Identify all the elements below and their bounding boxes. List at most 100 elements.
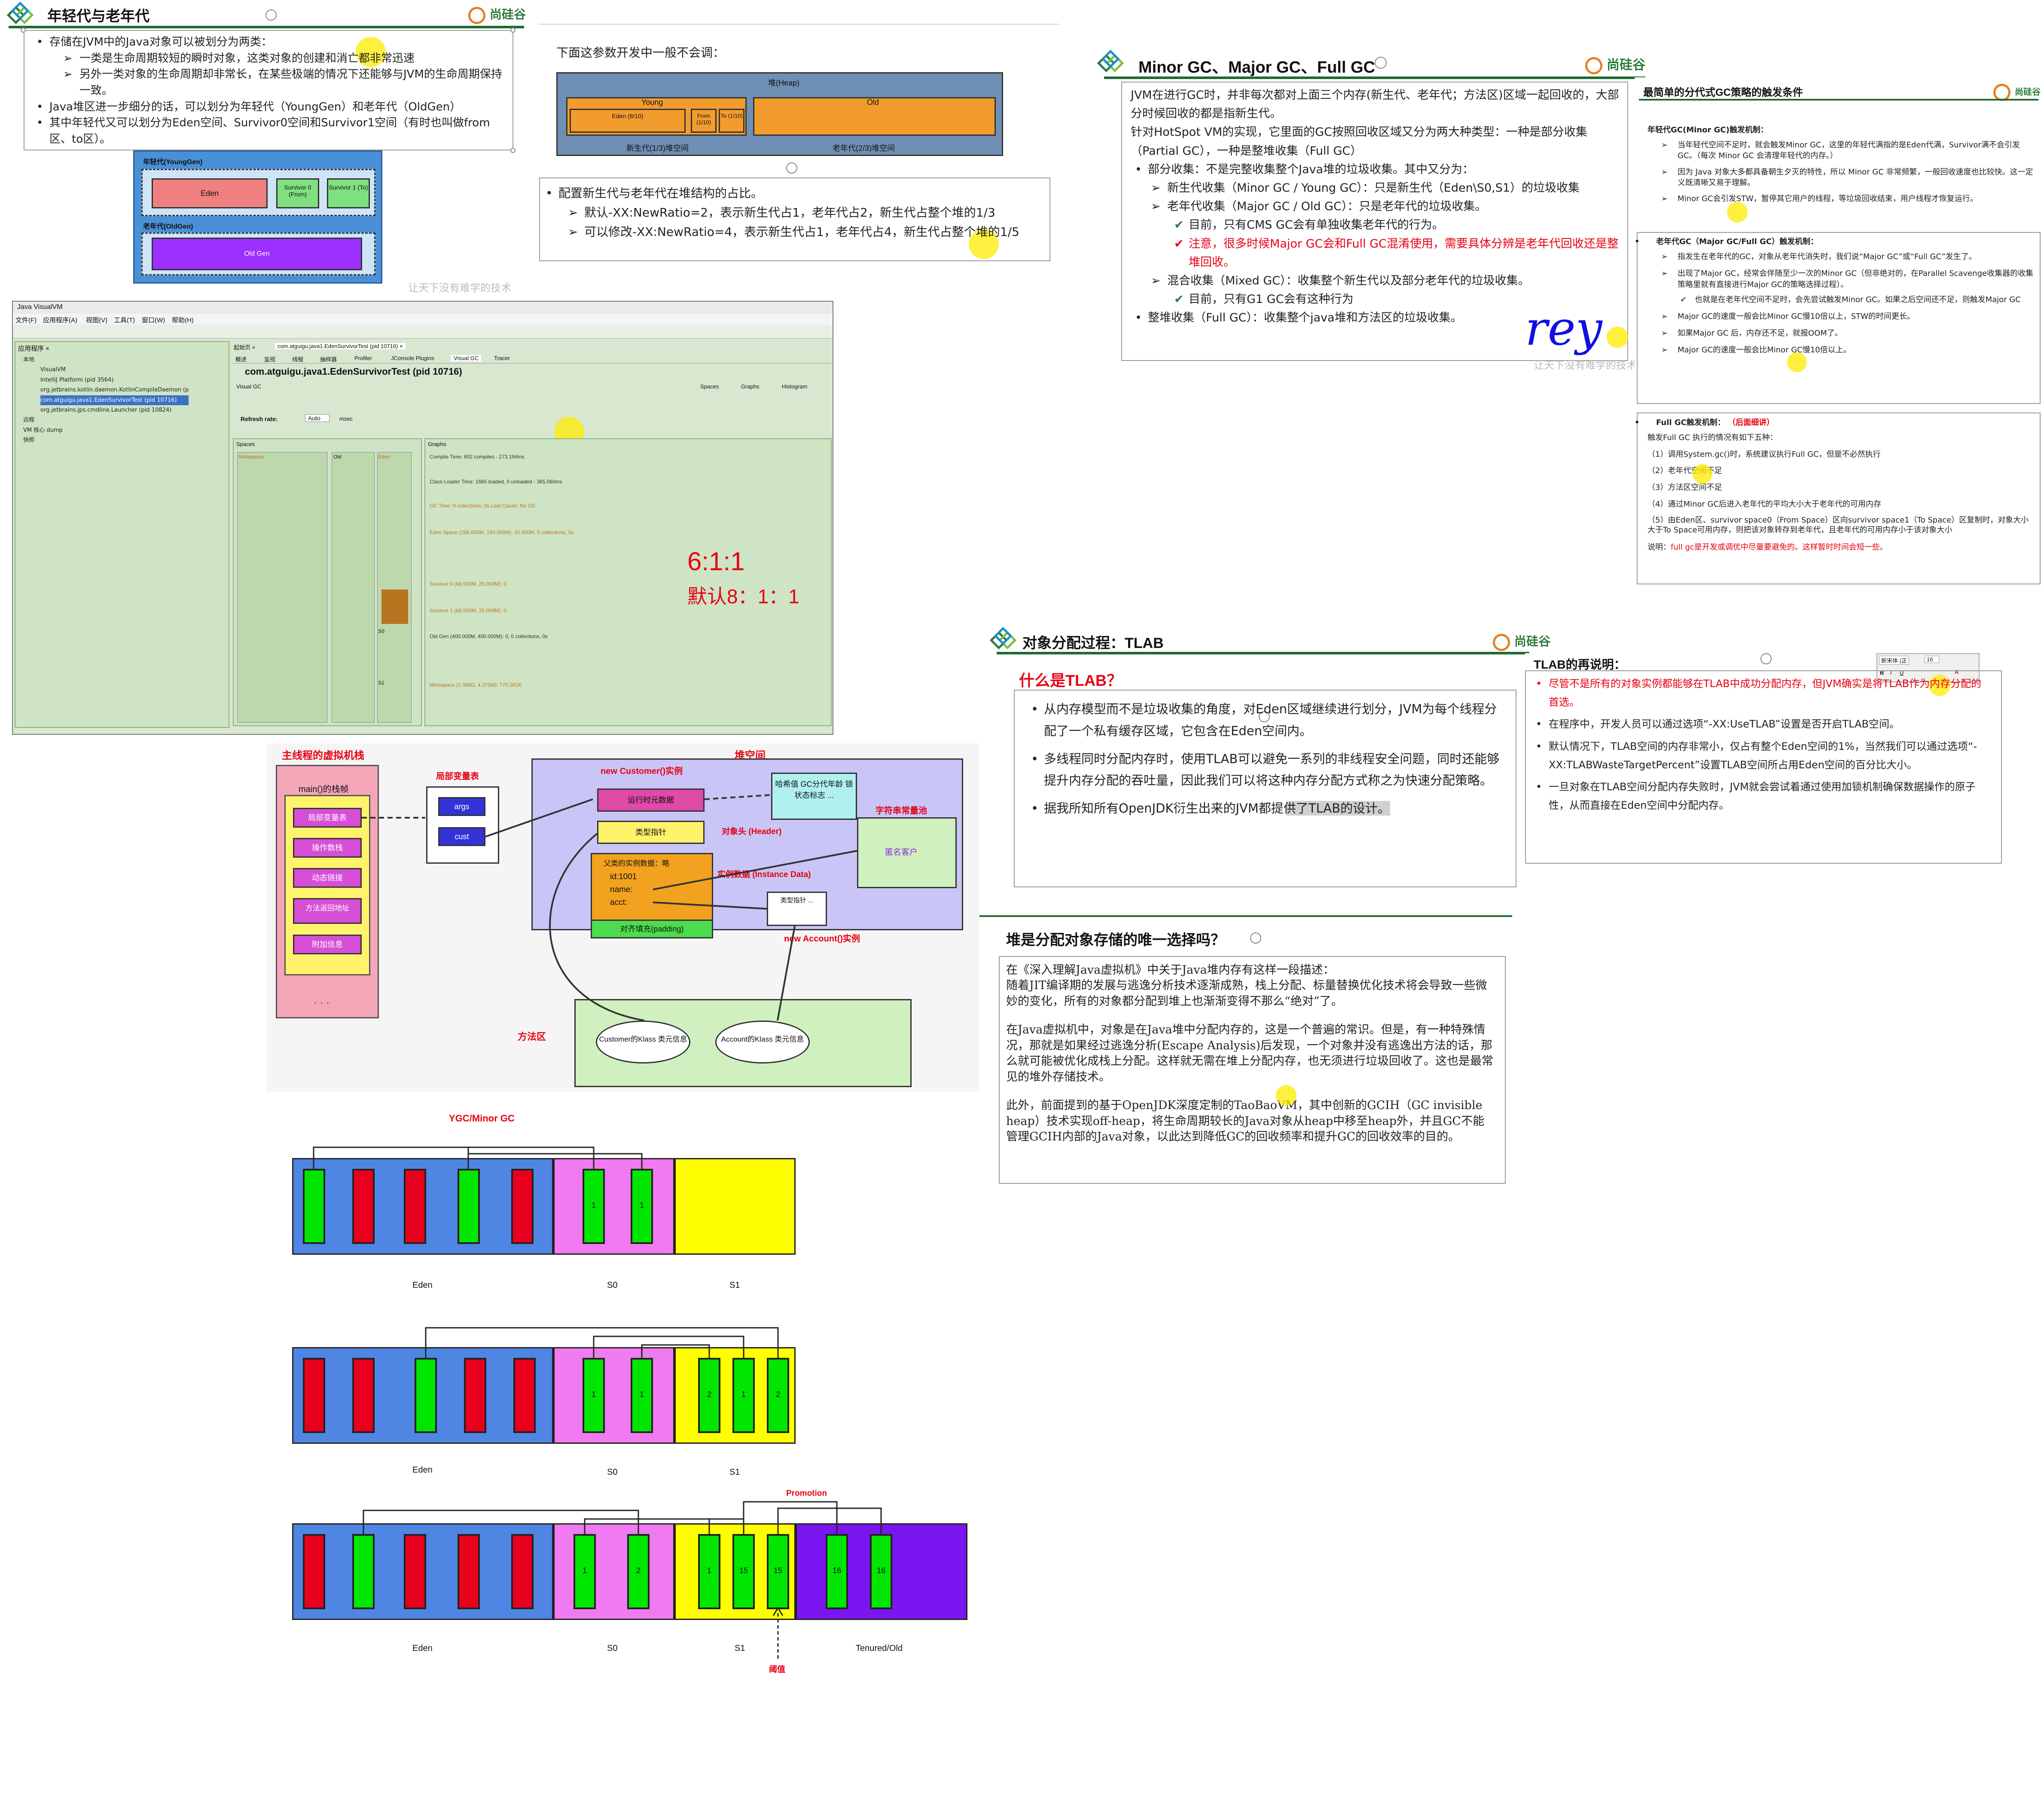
frame-item: 操作数栈 bbox=[293, 838, 362, 858]
tab-start-page[interactable]: 起始页 × bbox=[234, 344, 256, 351]
graph-classloader: Class Loader Time: 1665 loaded, 0 unload… bbox=[430, 479, 562, 485]
promotion-label: Promotion bbox=[786, 1489, 827, 1498]
resize-handle[interactable] bbox=[21, 28, 26, 33]
check-spaces[interactable]: Spaces bbox=[700, 383, 719, 390]
eden-box: Eden (8/10) bbox=[570, 109, 686, 133]
text-box-selection[interactable] bbox=[1121, 82, 1628, 361]
section-head: Full GC触发机制： （后面细讲） bbox=[1656, 417, 2034, 429]
text-box-selection[interactable] bbox=[1637, 232, 2041, 404]
tab-threads[interactable]: 线程 bbox=[292, 356, 304, 363]
bullet-item: 另外一类对象的生命周期却非常长，在某些极端的情况下还能够与JVM的生命周期保持一… bbox=[63, 67, 509, 99]
font-color-button[interactable]: A bbox=[1955, 669, 1959, 675]
text-box-selection[interactable] bbox=[539, 177, 1050, 261]
tab-overview[interactable]: 概述 bbox=[235, 356, 247, 363]
graph-old: Old Gen (400.000M, 400.000M): 0, 0 colle… bbox=[430, 633, 548, 639]
slide-gc-types: Minor GC、Major GC、Full GC 尚硅谷 JVM在进行GC时，… bbox=[1097, 47, 1650, 378]
menu-tools[interactable]: 工具(T) bbox=[114, 317, 135, 324]
stack-title: 主线程的虚拟机栈 bbox=[282, 750, 364, 761]
brand-logo: 尚硅谷 bbox=[1493, 632, 1550, 651]
paragraph: 此外，前面提到的基于OpenJDK深度定制的TaoBaoVM，其中创新的GCIH… bbox=[1006, 1099, 1485, 1143]
cursor-highlight bbox=[1727, 202, 1748, 223]
tab-app[interactable]: com.atguigu.java1.EdenSurvivorTest (pid … bbox=[275, 343, 406, 349]
text-box-selection[interactable] bbox=[24, 30, 513, 150]
text-box-selection[interactable] bbox=[1014, 690, 1516, 887]
young-label: 年轻代(YoungGen) bbox=[143, 159, 203, 166]
rotate-handle[interactable] bbox=[1250, 932, 1261, 944]
tab-jconsole[interactable]: JConsole Plugins bbox=[391, 355, 434, 361]
bullet-item: 混合收集（Mixed GC）：收集整个新生代以及部分老年代的垃圾收集。 bbox=[1151, 272, 1625, 290]
resize-handle[interactable] bbox=[510, 28, 516, 33]
bullet-item: 目前，只有CMS GC会有单独收集老年代的行为。 bbox=[1174, 216, 1625, 234]
slide-new-ratio: 下面这参数开发中一般不会调： 堆(Heap) Young Eden (8/10)… bbox=[539, 24, 1059, 277]
font-select[interactable]: 新宋体 (正 bbox=[1879, 656, 1909, 665]
tree-node[interactable]: org.jetbrains.kotlin.daemon.KotlinCompil… bbox=[40, 387, 189, 394]
check-graphs[interactable]: Graphs bbox=[741, 383, 760, 390]
rotate-handle[interactable] bbox=[786, 162, 797, 174]
logo-diamond-icon bbox=[989, 627, 1017, 653]
tree-node-selected[interactable]: com.atguigu.java1.EdenSurvivorTest (pid … bbox=[40, 395, 189, 405]
tree-node[interactable]: 快照 bbox=[23, 437, 35, 444]
bullet-item: Minor GC会引发STW，暂停其它用户的线程，等垃圾回收结束，用户线程才恢复… bbox=[1661, 193, 2034, 204]
bullet-item: 部分收集：不是完整收集整个Java堆的垃圾收集。其中又分为： bbox=[1135, 160, 1625, 179]
size-select[interactable]: 16 bbox=[1925, 656, 1940, 663]
customer-klass: Customer的Klass 类元信息 bbox=[596, 1021, 690, 1064]
menu-app[interactable]: 应用程序(A) bbox=[43, 317, 77, 324]
age-number: 15 bbox=[773, 1566, 783, 1575]
bullet-item: 多线程同时分配内存时，使用TLAB可以避免一系列的非线程安全问题，同时还能够提升… bbox=[1031, 748, 1508, 792]
var-cust: cust bbox=[438, 827, 485, 846]
slide-heap-only: 堆是分配对象存储的唯一选择吗？ 在《深入理解Java虚拟机》中关于Java堆内存… bbox=[979, 915, 1512, 1190]
object-cell bbox=[352, 1534, 375, 1609]
tree-node[interactable]: IntelliJ Platform (pid 3564) bbox=[40, 376, 114, 383]
menu-view[interactable]: 视图(V) bbox=[86, 317, 107, 324]
ratio-annotation: 6:1:1 bbox=[687, 547, 745, 576]
tree-node[interactable]: VisualVM bbox=[40, 367, 66, 373]
rotate-handle[interactable] bbox=[1375, 57, 1387, 69]
rotate-handle[interactable] bbox=[1760, 653, 1772, 664]
italic-button[interactable]: I bbox=[1890, 669, 1892, 676]
text-box-selection[interactable] bbox=[1525, 670, 2002, 864]
text-box-selection[interactable] bbox=[999, 956, 1506, 1184]
threshold-label: 阈值 bbox=[769, 1665, 786, 1674]
title-underline bbox=[9, 26, 524, 28]
tab-profiler[interactable]: Profiler bbox=[354, 355, 372, 361]
bold-button[interactable]: B bbox=[1880, 669, 1884, 676]
tab-monitor[interactable]: 监视 bbox=[264, 356, 276, 363]
eden-box: Eden bbox=[152, 178, 268, 208]
row1-s0 bbox=[553, 1158, 674, 1255]
tree-node[interactable]: org.jetbrains.jps.cmdline.Launcher (pid … bbox=[40, 406, 172, 413]
tree-node[interactable]: 本地 bbox=[23, 357, 35, 363]
refresh-select[interactable]: Auto bbox=[305, 414, 329, 422]
tab-sampler[interactable]: 抽样器 bbox=[320, 356, 337, 363]
graphs-title: Graphs bbox=[428, 441, 446, 447]
spaces-title: Spaces bbox=[236, 441, 255, 447]
bullet-item: 目前，只有G1 GC会有这种行为 bbox=[1174, 290, 1625, 309]
refresh-unit: msec bbox=[339, 416, 353, 422]
row3-arrows bbox=[363, 1501, 882, 1659]
text-box-selection[interactable] bbox=[1637, 413, 2041, 584]
s0-label: S0 bbox=[607, 1644, 618, 1653]
rotate-handle[interactable] bbox=[265, 9, 277, 21]
menu-window[interactable]: 窗口(W) bbox=[142, 317, 165, 324]
bullet-item: 可以修改-XX:NewRatio=4，表示新生代占1，老年代占4，新生代占整个堆… bbox=[568, 223, 1044, 242]
slide-title: TLAB的再说明： bbox=[1534, 658, 1626, 671]
object-cell bbox=[698, 1534, 720, 1609]
slide-title: 年轻代与老年代 bbox=[47, 8, 149, 24]
slide-title: 最简单的分代式GC策略的触发条件 bbox=[1643, 87, 1803, 98]
title-underline bbox=[979, 915, 1512, 917]
tab-tracer[interactable]: Tracer bbox=[494, 355, 510, 361]
menu-file[interactable]: 文件(F) bbox=[15, 317, 37, 324]
resize-handle[interactable] bbox=[510, 148, 516, 153]
bullet-item: 默认情况下，TLAB空间的内存非常小，仅占有整个Eden空间的1%，当然我们可以… bbox=[1536, 737, 1991, 774]
full-intro: 触发Full GC 执行的情况有如下五种： bbox=[1647, 433, 1778, 442]
check-histogram[interactable]: Histogram bbox=[782, 383, 808, 390]
tree-node[interactable]: 远程 bbox=[23, 417, 35, 424]
paragraph: 在《深入理解Java虚拟机》中关于Java堆内存有这样一段描述： bbox=[1006, 963, 1335, 977]
tree-node[interactable]: VM 核心 dump bbox=[23, 427, 63, 434]
full-item: （1）调用System.gc()时，系统建议执行Full GC，但是不必然执行 bbox=[1647, 449, 1881, 459]
underline-button[interactable]: U bbox=[1900, 669, 1904, 676]
object-cell bbox=[870, 1534, 892, 1609]
menu-help[interactable]: 帮助(H) bbox=[172, 317, 194, 324]
tab-visual-gc[interactable]: Visual GC bbox=[451, 355, 482, 361]
title-underline bbox=[1104, 76, 1645, 79]
string-pool bbox=[857, 817, 957, 888]
